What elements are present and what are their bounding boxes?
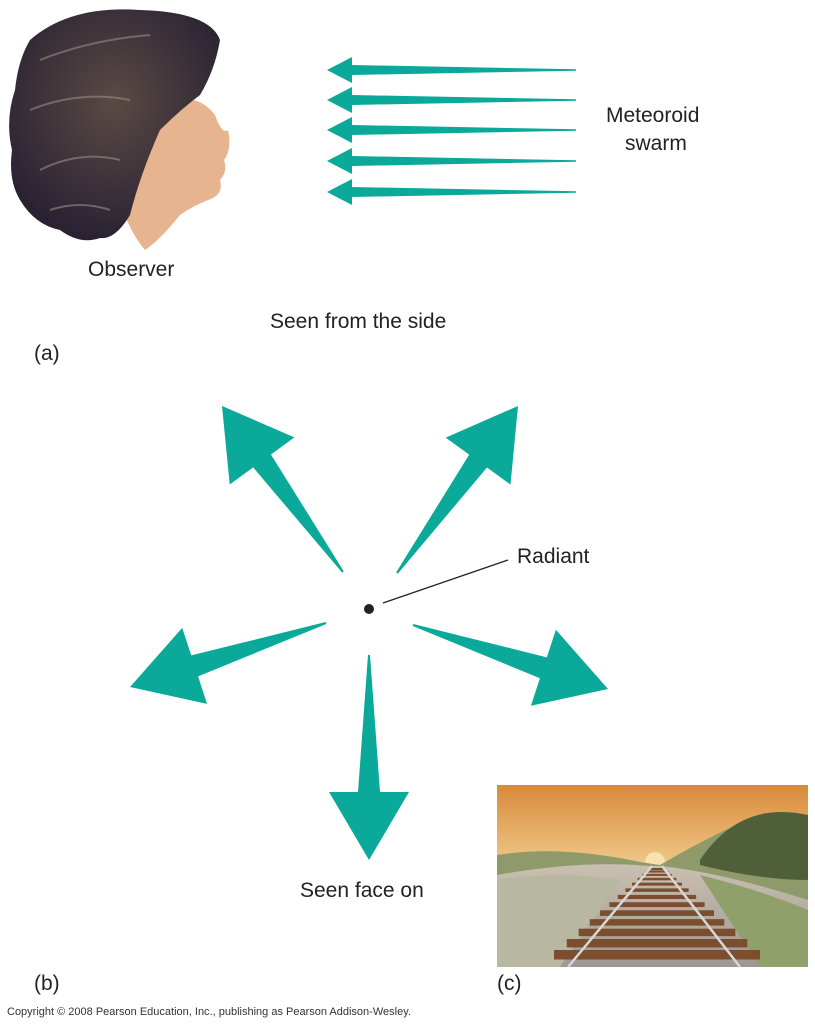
railroad-tie xyxy=(589,919,725,926)
meteoroid-label-line2: swarm xyxy=(625,132,687,155)
radiating-meteor-arrow xyxy=(222,406,344,573)
meteoroid-arrow xyxy=(327,148,576,174)
railroad-tie xyxy=(637,877,677,881)
radiant-arrows xyxy=(130,406,608,860)
meteoroid-label-line1: Meteoroid xyxy=(606,104,700,127)
face-on-caption: Seen face on xyxy=(300,879,424,902)
panel-b-label: (b) xyxy=(34,972,60,995)
radiant-leader-line xyxy=(382,559,509,604)
side-caption: Seen from the side xyxy=(270,310,447,333)
railroad-tie xyxy=(566,938,748,948)
railroad-tie xyxy=(599,910,715,916)
radiating-meteor-arrow xyxy=(396,406,518,574)
railroad-tie xyxy=(625,888,689,892)
radiating-meteor-arrow xyxy=(412,624,608,706)
railroad-tie xyxy=(554,950,760,960)
panel-c-label: (c) xyxy=(497,972,522,995)
radiating-meteor-arrow xyxy=(329,655,409,860)
meteoroid-arrow xyxy=(327,117,576,143)
meteoroid-arrow xyxy=(327,57,576,83)
railroad-tie xyxy=(649,868,665,870)
radiant-dot xyxy=(364,604,374,614)
railroad-tie xyxy=(648,868,666,871)
railroad-tie xyxy=(631,882,683,886)
railroad-perspective-illustration xyxy=(497,785,808,968)
radiating-meteor-arrow xyxy=(130,622,327,704)
meteoroid-arrow xyxy=(327,87,576,113)
meteoroid-arrow xyxy=(327,179,576,205)
railroad-tie xyxy=(642,873,672,876)
meteoroid-swarm-arrows xyxy=(327,57,576,205)
railroad-tie xyxy=(578,928,736,937)
railroad-tie xyxy=(617,894,697,900)
observer-head-illustration xyxy=(9,9,230,250)
observer-label: Observer xyxy=(88,258,175,281)
copyright-notice: Copyright © 2008 Pearson Education, Inc.… xyxy=(7,1006,411,1018)
panel-a-label: (a) xyxy=(34,342,60,365)
radiant-label: Radiant xyxy=(517,545,590,568)
railroad-tie xyxy=(609,902,705,908)
railroad-tie xyxy=(645,870,669,873)
